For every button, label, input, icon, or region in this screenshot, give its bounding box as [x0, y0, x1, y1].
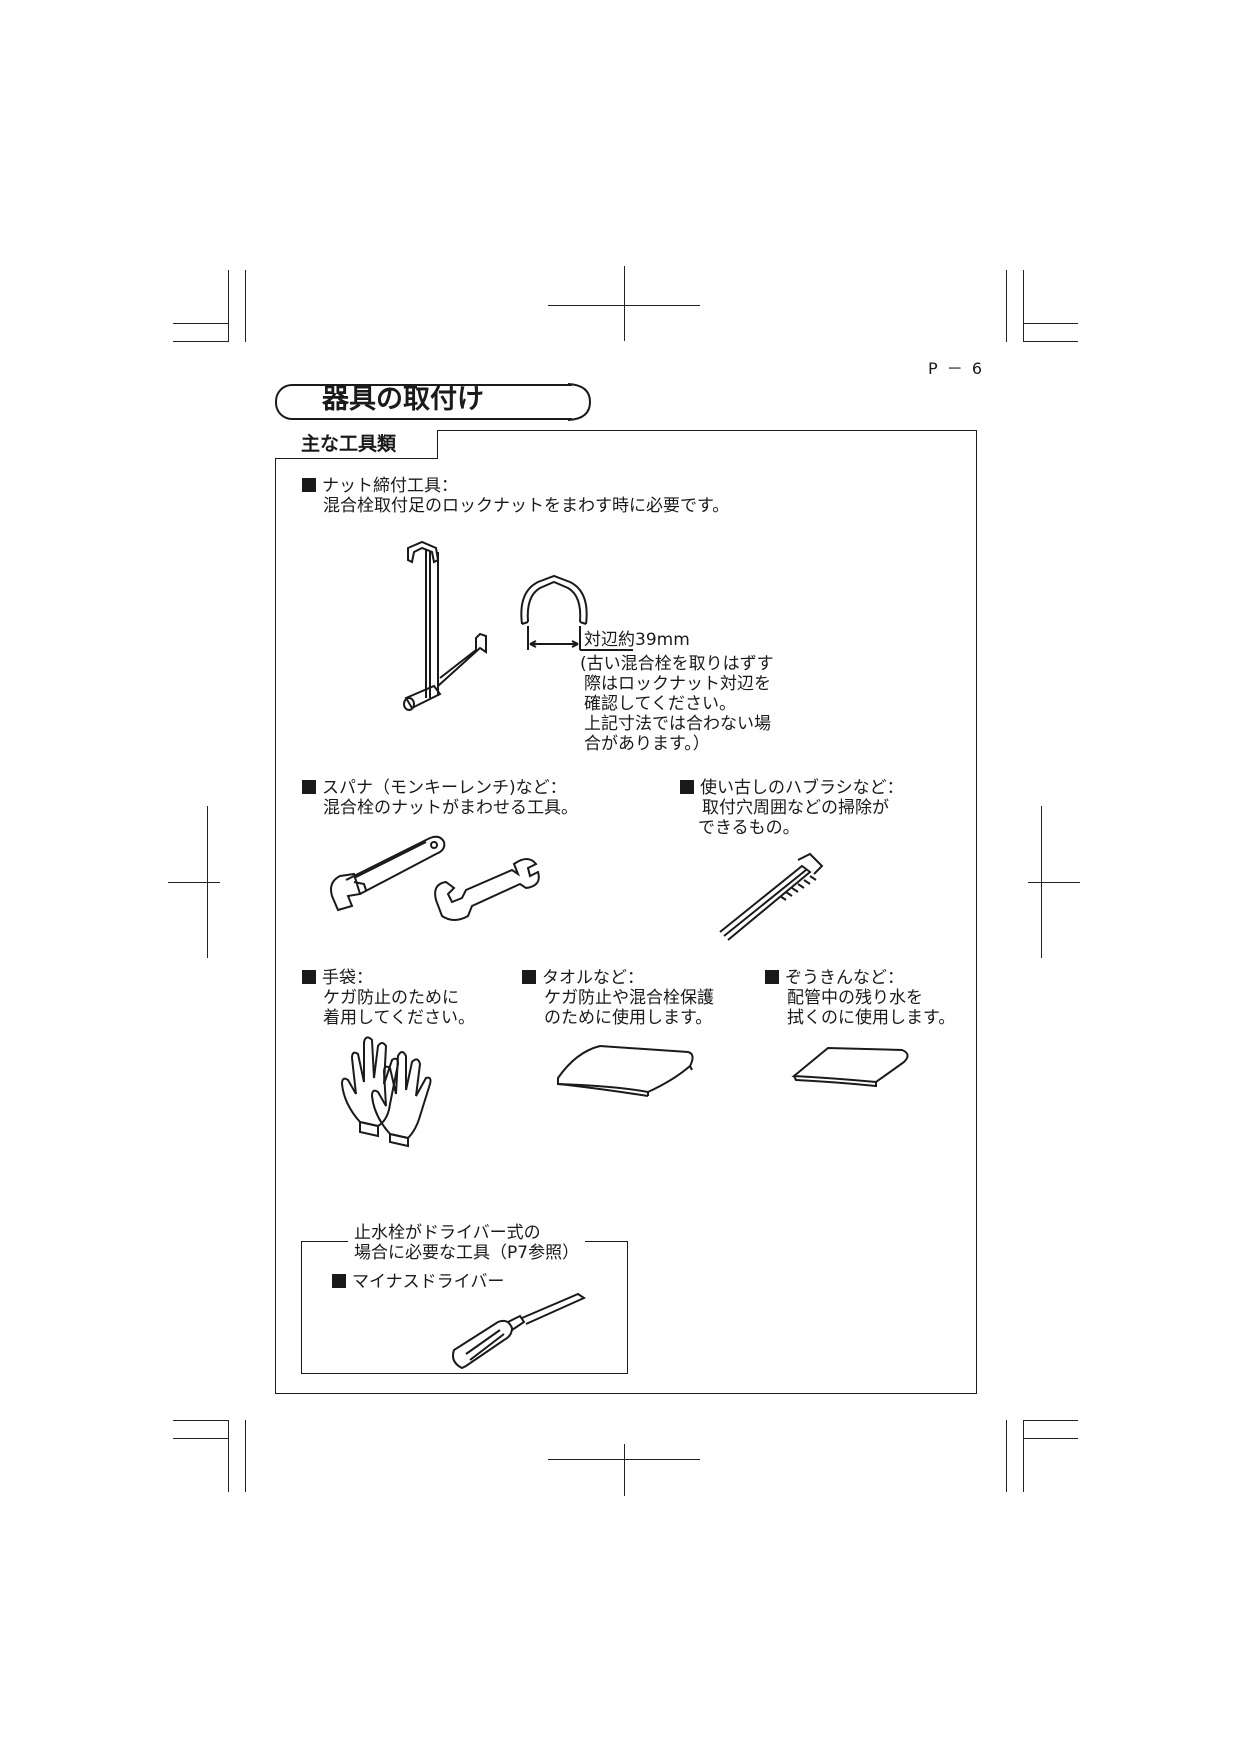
driver-legend-line-1: 止水栓がドライバー式の — [354, 1223, 541, 1243]
nut-note-3: 確認してください。 — [584, 694, 736, 714]
spanner-label: スパナ（モンキーレンチ)など： — [302, 778, 567, 799]
rag-desc-2: 拭くのに使用します。 — [787, 1008, 956, 1028]
towel-desc-2: のために使用します。 — [544, 1008, 713, 1028]
toothbrush-desc-1: 取付穴周囲などの掃除が — [702, 798, 889, 818]
nut-tool-desc: 混合栓取付足のロックナットをまわす時に必要です。 — [323, 496, 730, 516]
nut-note-4: 上記寸法では合わない場 — [584, 714, 771, 734]
towel-label: タオルなど： — [522, 968, 644, 989]
spanner-icon — [434, 858, 540, 921]
screwdriver-icon — [452, 1292, 587, 1370]
nut-note-5: 合があります。） — [584, 734, 710, 754]
spanner-desc: 混合栓のナットがまわせる工具。 — [323, 798, 578, 818]
nut-profile-icon — [520, 574, 633, 651]
driver-legend-line-2: 場合に必要な工具（P7参照） — [354, 1243, 580, 1263]
toothbrush-desc-2: できるもの。 — [698, 818, 800, 838]
toothbrush-icon — [719, 852, 824, 941]
gloves-desc-1: ケガ防止のために — [323, 988, 459, 1008]
towel-icon — [557, 1044, 694, 1097]
nut-tool-label: ナット締付工具： — [302, 476, 458, 497]
gloves-label: 手袋： — [302, 968, 373, 989]
towel-desc-1: ケガ防止や混合栓保護 — [544, 988, 714, 1008]
section-title: 主な工具類 — [301, 433, 397, 455]
nut-note-1: (古い混合栓を取りはずす — [580, 654, 774, 674]
nut-note-2: 際はロックナット対辺を — [584, 674, 771, 694]
nut-dimension: 対辺約39mm — [584, 630, 690, 650]
toothbrush-label: 使い古しのハブラシなど： — [680, 778, 904, 799]
title-arrow-end — [567, 383, 592, 421]
page-number: P － 6 — [928, 359, 985, 378]
rag-desc-1: 配管中の残り水を — [787, 988, 923, 1008]
tools-section — [275, 430, 977, 1394]
title-frame — [275, 384, 572, 420]
driver-item-label: マイナスドライバー — [332, 1272, 504, 1293]
adjustable-wrench-icon — [330, 835, 446, 912]
nut-wrench-icon — [403, 540, 487, 711]
page-title: 器具の取付け — [322, 384, 484, 415]
driver-legend: 止水栓がドライバー式の 場合に必要な工具（P7参照） — [348, 1223, 586, 1263]
rag-icon — [791, 1046, 909, 1088]
rag-label: ぞうきんなど： — [765, 968, 904, 989]
gloves-icon — [340, 1036, 432, 1148]
gloves-desc-2: 着用してください。 — [323, 1008, 475, 1028]
section-tab: 主な工具類 — [275, 430, 438, 459]
